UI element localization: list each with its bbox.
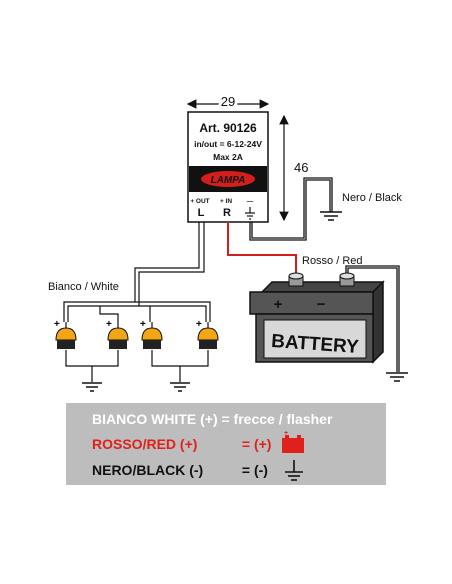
terminal-R: R [223,207,231,219]
legend-red-row: ROSSO/RED (+) = (+) [92,436,271,452]
width-dimension: 29 [186,91,270,112]
battery-terminal-positive [288,272,304,287]
turn-signal-lamp: + [54,319,77,349]
ground-symbol-terminal [245,207,255,220]
lamp-plus-label: + [196,319,202,330]
lamp-plus-label: + [106,319,112,330]
terminal-gnd-label: — [247,198,254,205]
terminal-L: L [198,207,205,219]
terminal-out-label: + OUT [190,198,209,205]
legend-white-row: BIANCO WHITE (+) = frecce / flasher [92,411,332,427]
lamp-plus-label: + [54,319,60,330]
black-wire-label: Nero / Black [342,192,402,204]
battery-minus: − [317,296,326,313]
height-dimension: 46 [279,114,308,222]
legend-black-row: NERO/BLACK (-) = (-) [92,462,268,478]
turn-signal-lamp: + [106,319,129,349]
ground-symbol-battery [386,372,408,382]
white-wire-label: Bianco / White [48,281,119,293]
battery: BATTERY + − [249,272,385,364]
black-wire [249,177,333,241]
ground-symbol-lamps-right [170,382,190,392]
voltage-rating: in/out = 6-12-24V [194,139,262,149]
article-number: Art. 90126 [199,121,257,135]
turn-signal-lamp: + [140,319,163,349]
battery-plus: + [274,296,283,313]
battery-terminal-negative [339,272,355,287]
flasher-unit: Art. 90126 in/out = 6-12-24V Max 2A LAMP… [187,111,269,223]
turn-signal-lamp: + [196,319,219,349]
legend-white-text: BIANCO WHITE (+) = frecce / flasher [92,411,333,427]
svg-text:+: + [284,431,288,437]
legend-black-right: = (-) [241,462,268,478]
legend-red-right: = (+) [241,436,272,452]
red-wire-label: Rosso / Red [302,255,363,267]
lampa-logo: LAMPA [201,171,255,187]
red-wire [227,222,297,276]
ground-icon [285,460,303,481]
legend-red-left: ROSSO/RED (+) [92,436,198,452]
legend-box: BIANCO WHITE (+) = frecce / flasher ROSS… [66,403,386,485]
legend-black-left: NERO/BLACK (-) [92,462,204,478]
svg-text:LAMPA: LAMPA [211,175,246,186]
width-label: 29 [221,94,235,109]
height-label: 46 [294,160,308,175]
terminal-in-label: + IN [220,198,232,205]
current-rating: Max 2A [213,152,243,162]
lamp-plus-label: + [140,319,146,330]
lamp-ground-wires [65,350,209,382]
lamp-group: + + + + [54,319,219,349]
battery-icon: + [282,431,304,453]
white-wire [63,222,211,322]
ground-symbol-lamps-left [82,382,102,392]
ground-symbol-top [320,211,342,221]
